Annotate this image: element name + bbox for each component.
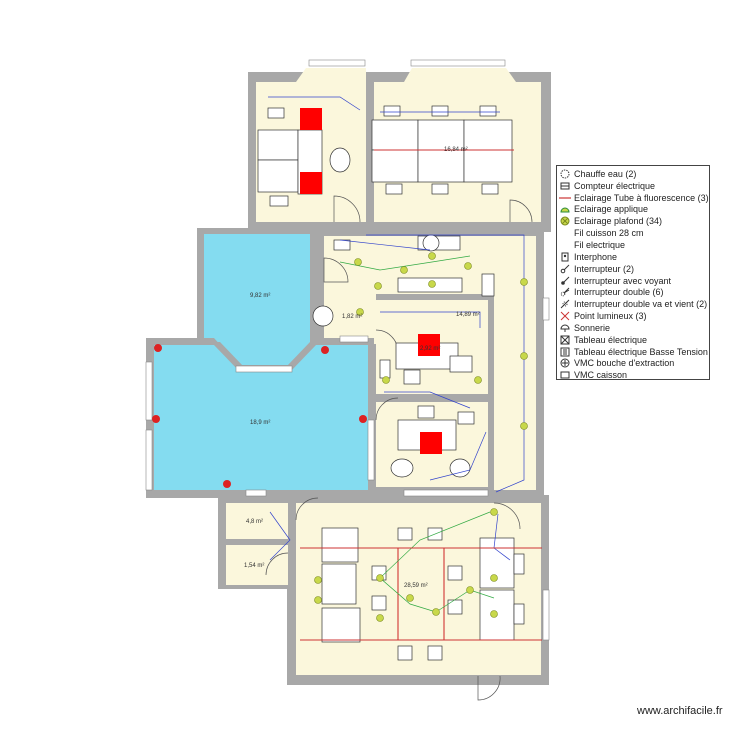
- legend-label: Eclairage plafond (34): [574, 216, 663, 227]
- legend-label: Chauffe eau (2): [574, 168, 637, 179]
- light-point-icon: [559, 311, 571, 321]
- legend-item: Fil electrique: [559, 239, 707, 251]
- legend-item: Interrupteur (2): [559, 263, 707, 275]
- red-blocks: [300, 108, 442, 454]
- legend-item: Eclairage Tube à fluorescence (3): [559, 192, 709, 204]
- room-label-f: 2,92 m²: [420, 346, 440, 352]
- legend-item: Sonnerie: [559, 322, 707, 334]
- legend-item: Tableau électrique Basse Tension: [559, 346, 708, 358]
- room-label-c: 16,84 m²: [444, 147, 468, 153]
- electric-meter-icon: [559, 181, 571, 191]
- legend-label: Compteur électrique: [574, 180, 656, 191]
- legend-label: VMC bouche d'extraction: [574, 358, 675, 369]
- electric-panel-icon: [559, 335, 571, 345]
- legend-label: Interphone: [574, 251, 618, 262]
- legend-item: VMC caisson: [559, 369, 707, 381]
- legend-item: Tableau électrique: [559, 334, 707, 346]
- legend-label: VMC caisson: [574, 370, 628, 381]
- legend-item: Interrupteur double va et vient (2): [559, 298, 707, 310]
- legend-label: Fil electrique: [574, 239, 626, 250]
- low-voltage-panel-icon: [559, 347, 571, 357]
- legend-label: Interrupteur double va et vient (2): [574, 299, 708, 310]
- wall-light-icon: [559, 204, 571, 214]
- fluorescent-lines: [300, 149, 542, 641]
- legend-item: Eclairage plafond (34): [559, 215, 707, 227]
- room-label-a: 9,82 m²: [250, 293, 270, 299]
- double-two-way-switch-icon: [559, 299, 571, 309]
- legend-label: Tableau électrique Basse Tension: [574, 346, 708, 357]
- legend-item: Fil cuisson 28 cm: [559, 227, 707, 239]
- legend-item: Point lumineux (3): [559, 310, 707, 322]
- legend-label: Fil cuisson 28 cm: [574, 228, 644, 239]
- cooking-wire-icon: [559, 228, 571, 238]
- legend-label: Tableau électrique: [574, 334, 648, 345]
- fluorescent-tube-icon: [559, 193, 571, 203]
- legend-label: Eclairage Tube à fluorescence (3): [574, 192, 709, 203]
- room-label-b: 18,9 m²: [250, 420, 270, 426]
- switch-indicator-icon: [559, 276, 571, 286]
- ceiling-lights: [314, 252, 528, 622]
- legend: Chauffe eau (2) Compteur électrique Ecla…: [556, 165, 710, 380]
- room-label-g: 4,8 m²: [246, 519, 263, 525]
- bell-icon: [559, 323, 571, 333]
- wires-blue: [268, 96, 525, 561]
- legend-item: Chauffe eau (2): [559, 168, 707, 180]
- legend-label: Sonnerie: [574, 322, 611, 333]
- legend-label: Point lumineux (3): [574, 311, 647, 322]
- site-credit: www.archifacile.fr: [637, 705, 723, 717]
- vmc-box-icon: [559, 370, 571, 380]
- legend-item: Interrupteur double (6): [559, 286, 707, 298]
- legend-item: VMC bouche d'extraction: [559, 358, 707, 370]
- room-label-d: 14,89 m²: [456, 312, 480, 318]
- windows: [145, 59, 550, 641]
- intercom-icon: [559, 252, 571, 262]
- vmc-extraction-icon: [559, 358, 571, 368]
- legend-item: Interrupteur avec voyant: [559, 275, 707, 287]
- wall-lights: [152, 344, 367, 488]
- legend-label: Eclairage applique: [574, 204, 649, 215]
- water-heater-icon: [559, 169, 571, 179]
- room-label-h: 1,54 m²: [244, 563, 264, 569]
- legend-item: Compteur électrique: [559, 180, 707, 192]
- room-label-e: 1,82 m²: [342, 314, 362, 320]
- blue-areas: [146, 228, 374, 498]
- double-switch-icon: [559, 287, 571, 297]
- legend-label: Interrupteur (2): [574, 263, 635, 274]
- room-label-i: 28,59 m²: [404, 583, 428, 589]
- legend-item: Eclairage applique: [559, 204, 707, 216]
- electric-wire-icon: [559, 240, 571, 250]
- ceiling-light-icon: [559, 216, 571, 226]
- legend-label: Interrupteur avec voyant: [574, 275, 672, 286]
- meeting-table: [397, 547, 445, 641]
- switch-icon: [559, 264, 571, 274]
- legend-item: Interphone: [559, 251, 707, 263]
- legend-label: Interrupteur double (6): [574, 287, 664, 298]
